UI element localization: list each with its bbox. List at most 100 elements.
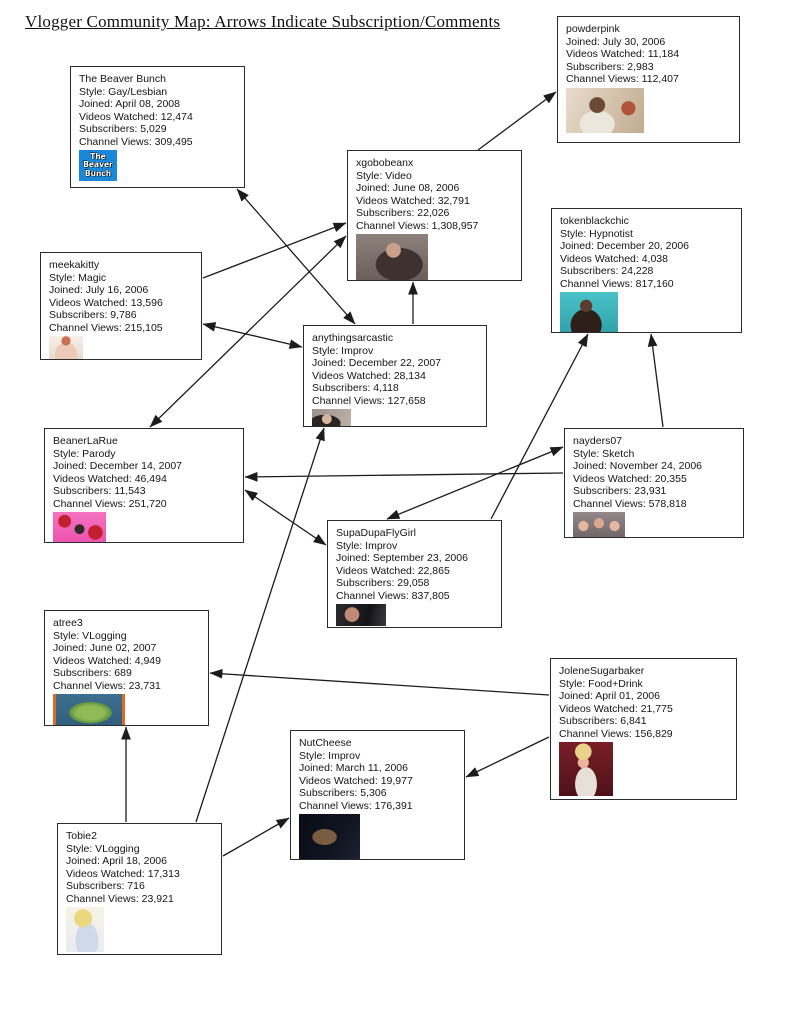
stat-line: Subscribers: 716 [66,880,145,892]
stat-line: Subscribers: 11,543 [53,485,146,497]
stat-line: Channel Views: 176,391 [299,799,413,812]
stat-line: Joined: March 11, 2006 [299,762,408,774]
vlogger-thumbnail [53,694,125,725]
stat-line: Channel Views: 251,720 [53,497,167,510]
stat-line: Joined: September 23, 2006 [336,552,468,564]
stat-line: Videos Watched: 4,038 [560,252,668,265]
vlogger-name: anythingsarcastic [312,332,394,344]
stat-line: Subscribers: 5,029 [79,123,167,135]
stat-line: Subscribers: 2,983 [566,60,654,73]
stat-line: Videos Watched: 46,494 [53,472,167,485]
stat-line: Videos Watched: 28,134 [312,369,426,382]
stat-line: Style: Hypnotist [560,227,633,240]
stat-line: Channel Views: 215,105 [49,321,163,334]
stat-line: Videos Watched: 22,865 [336,564,450,577]
stat-line: Subscribers: 29,058 [336,577,430,589]
stat-line: Joined: July 30, 2006 [566,35,666,48]
stat-line: Joined: December 22, 2007 [312,357,441,369]
stat-line: Joined: November 24, 2006 [573,460,702,472]
vlogger-thumbnail [53,512,106,542]
vlogger-name: Tobie2 [66,830,97,842]
logo-text-line: Bunch [84,168,112,178]
vlogger-name: BeanerLaRue [53,435,118,447]
stat-line: Joined: April 01, 2006 [559,690,660,702]
vlogger-name: meekakitty [49,259,100,271]
stat-line: Joined: June 08, 2006 [356,182,460,194]
stat-line: Style: VLogging [66,842,140,855]
stat-line: Subscribers: 23,931 [573,485,667,497]
vlogger-thumbnail [312,409,351,426]
vlogger-name: atree3 [53,617,83,629]
stat-line: Joined: July 16, 2006 [49,284,149,296]
stat-line: Joined: December 20, 2006 [560,240,689,252]
vlogger-thumbnail [573,512,625,537]
vlogger-thumbnail [560,292,618,332]
stat-line: Style: VLogging [53,629,127,642]
stat-line: Channel Views: 817,160 [560,277,674,290]
logo-text-line: Beaver [83,160,113,170]
stat-line: Style: Gay/Lesbian [79,85,168,98]
stat-line: Subscribers: 5,306 [299,787,387,799]
stat-line: Subscribers: 22,026 [356,207,450,219]
vlogger-name: tokenblackchic [560,215,629,227]
stat-line: Channel Views: 837,805 [336,589,450,602]
stat-line: Channel Views: 578,818 [573,497,687,510]
vlogger-thumbnail [559,742,613,796]
stat-line: Subscribers: 9,786 [49,309,137,321]
vlogger-thumbnail [66,907,104,952]
stat-line: Style: Improv [336,539,398,552]
vlogger-thumbnail [336,604,386,626]
vlogger-name: xgobobeanx [356,157,414,169]
stat-line: Style: Parody [53,447,116,460]
vlogger-name: NutCheese [299,737,352,749]
stat-line: Joined: April 08, 2008 [79,98,180,110]
stat-line: Videos Watched: 11,184 [566,48,680,60]
stat-line: Style: Improv [312,344,374,357]
stat-line: Channel Views: 23,921 [66,892,174,905]
stat-line: Videos Watched: 12,474 [79,110,193,123]
stat-line: Videos Watched: 4,949 [53,654,161,667]
vlogger-name: SupaDupaFlyGirl [336,527,416,539]
stat-line: Videos Watched: 19,977 [299,774,413,787]
vlogger-thumbnail [356,234,428,280]
stat-line: Channel Views: 156,829 [559,727,673,740]
stat-line: Style: Food+Drink [559,677,643,690]
vlogger-name: JoleneSugarbaker [559,665,645,677]
stat-line: Style: Sketch [573,447,635,460]
stat-line: Channel Views: 1,308,957 [356,219,479,232]
stat-line: Joined: June 02, 2007 [53,642,157,654]
stat-line: Style: Video [356,169,412,182]
stat-line: Joined: April 18, 2006 [66,855,167,867]
vlogger-name: The Beaver Bunch [79,73,166,85]
stat-line: Subscribers: 24,228 [560,265,654,277]
vlogger-thumbnail [49,336,83,359]
stat-line: Videos Watched: 21,775 [559,702,673,715]
stat-line: Style: Improv [299,749,361,762]
stat-line: Subscribers: 6,841 [559,715,647,727]
vlogger-thumbnail [299,814,360,859]
